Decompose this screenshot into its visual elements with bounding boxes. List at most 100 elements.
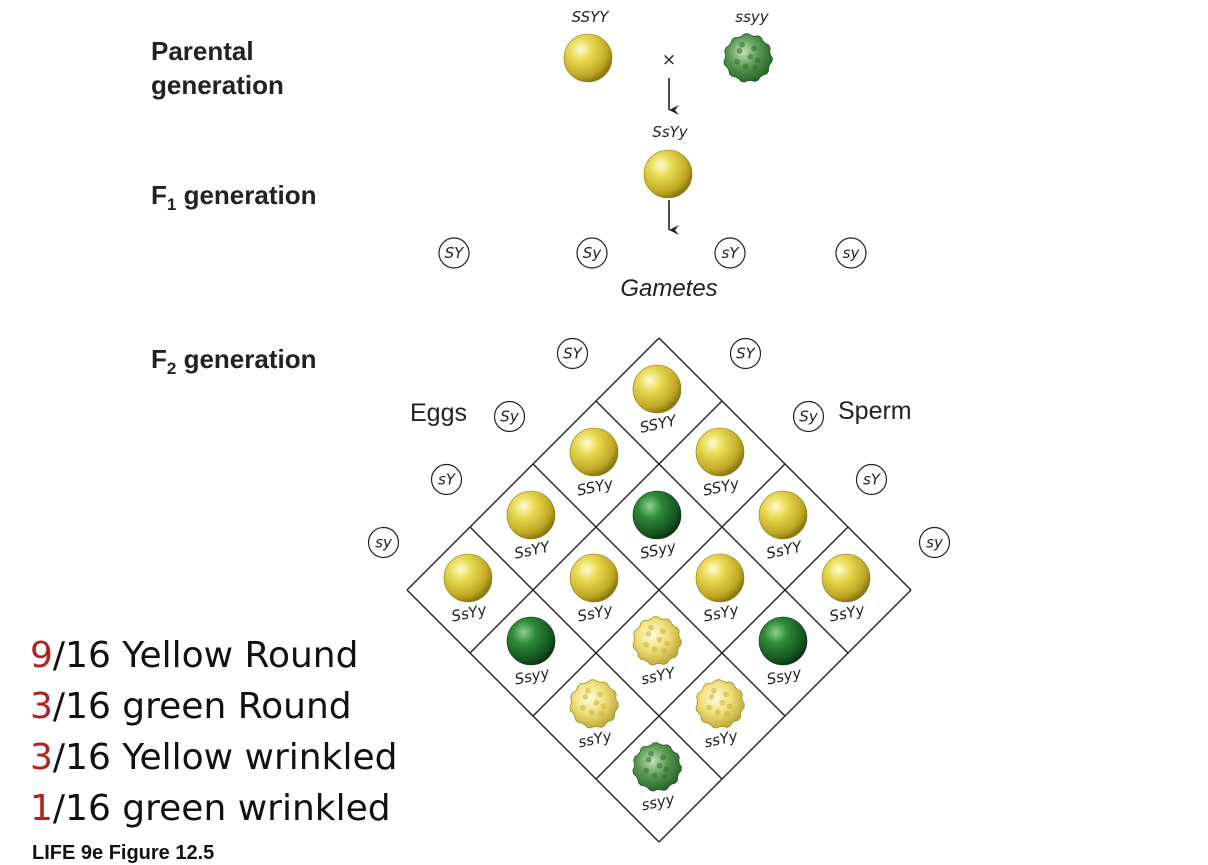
ratio-text: /16 green Round bbox=[52, 686, 352, 727]
pea-wrinkle bbox=[752, 64, 759, 71]
yellow-round-pea bbox=[821, 553, 871, 603]
pea-wrinkle bbox=[593, 699, 600, 706]
pea-wrinkle bbox=[645, 630, 652, 637]
punnett-grid bbox=[406, 337, 912, 843]
pea-wrinkle bbox=[663, 766, 670, 773]
egg-allele: sY bbox=[438, 471, 457, 489]
offspring-genotype-label: ssyy bbox=[640, 790, 677, 815]
eggs-label: Eggs bbox=[410, 399, 467, 427]
pea-wrinkle bbox=[711, 687, 717, 694]
grid-line bbox=[532, 463, 786, 717]
pea-wrinkle bbox=[714, 709, 721, 716]
sperm-allele-circle bbox=[729, 337, 762, 370]
egg-allele-circle bbox=[493, 400, 526, 433]
pea-wrinkle bbox=[597, 691, 603, 698]
pea-body bbox=[569, 427, 619, 477]
pea-wrinkle bbox=[598, 710, 605, 717]
green-wrinkled-pea bbox=[723, 33, 773, 83]
sperm-allele-circle bbox=[792, 400, 825, 433]
grid-line bbox=[406, 589, 660, 843]
f2-label-prefix: F bbox=[151, 344, 167, 374]
pea-wrinkle bbox=[588, 709, 595, 716]
pea-wrinkle bbox=[648, 750, 654, 757]
pea-wrinkle bbox=[739, 41, 745, 48]
offspring-genotype-label: Ssyy bbox=[513, 663, 552, 688]
ratio-green-wrinkled: 1/16 green wrinkled bbox=[30, 783, 397, 834]
sperm-allele: Sy bbox=[799, 408, 819, 426]
yellow-round-pea bbox=[695, 553, 745, 603]
pea-body bbox=[506, 616, 556, 666]
pea-body bbox=[695, 553, 745, 603]
gamete-allele-circle bbox=[438, 237, 470, 269]
yellow-round-pea bbox=[643, 149, 693, 199]
yellow-wrinkled-pea bbox=[695, 679, 745, 729]
green-round-pea bbox=[758, 616, 808, 666]
offspring-genotype-label: SsYY bbox=[765, 537, 805, 562]
offspring-genotype-label: Ssyy bbox=[765, 663, 804, 688]
pea-wrinkle bbox=[734, 58, 741, 65]
yellow-wrinkled-pea bbox=[569, 679, 619, 729]
pea-wrinkle bbox=[754, 57, 761, 64]
f1-generation-label: F1 generation bbox=[151, 178, 317, 222]
pea-wrinkle bbox=[736, 47, 743, 54]
egg-allele: Sy bbox=[500, 408, 520, 426]
pea-wrinkle bbox=[585, 687, 591, 694]
parental-label-line-1: Parental bbox=[151, 36, 254, 66]
pea-wrinkle bbox=[643, 767, 650, 774]
f2-label-sub: 2 bbox=[166, 359, 177, 379]
sperm-allele: sY bbox=[863, 471, 882, 489]
pea-wrinkle bbox=[747, 53, 754, 60]
pea-wrinkle bbox=[648, 624, 654, 631]
f1-genotype-label: SsYy bbox=[652, 123, 688, 141]
gamete-allele: Sy bbox=[583, 244, 603, 262]
pea-wrinkle bbox=[660, 754, 666, 761]
pea-wrinkle bbox=[661, 647, 668, 654]
offspring-genotype-label: ssYy bbox=[703, 727, 741, 752]
ratio-text: /16 Yellow wrinkled bbox=[52, 737, 398, 778]
pea-wrinkle bbox=[651, 772, 658, 779]
offspring-genotype-label: SSYY bbox=[638, 411, 680, 437]
pea-wrinkle bbox=[645, 756, 652, 763]
pea-body bbox=[821, 553, 871, 603]
gamete-allele: SY bbox=[445, 244, 466, 262]
sperm-allele: SY bbox=[736, 345, 757, 363]
egg-allele: SY bbox=[563, 345, 584, 363]
egg-allele: sy bbox=[375, 534, 393, 552]
pea-body bbox=[506, 490, 556, 540]
yellow-round-pea bbox=[443, 553, 493, 603]
f2-generation-label: F2 generation bbox=[151, 342, 317, 386]
yellow-wrinkled-pea bbox=[632, 616, 682, 666]
gamete-allele-circle bbox=[714, 237, 746, 269]
ratio-number: 3 bbox=[30, 737, 53, 778]
green-wrinkled-pea bbox=[632, 742, 682, 792]
pea-wrinkle bbox=[726, 703, 733, 710]
grid-line bbox=[595, 526, 849, 780]
pea-body bbox=[443, 553, 493, 603]
offspring-genotype-label: ssYy bbox=[577, 727, 615, 752]
gamete-allele-circle bbox=[576, 237, 608, 269]
grid-line bbox=[658, 589, 912, 843]
ratio-text: /16 Yellow Round bbox=[52, 635, 359, 676]
pea-body bbox=[632, 490, 682, 540]
pea-wrinkle bbox=[723, 691, 729, 698]
parental-label-line-2: generation bbox=[151, 70, 284, 100]
offspring-genotype-label: SsYy bbox=[702, 600, 741, 625]
pea-wrinkle bbox=[719, 699, 726, 706]
f1-label-suffix: generation bbox=[176, 180, 317, 210]
pea-wrinkle bbox=[724, 710, 731, 717]
yellow-round-pea bbox=[695, 427, 745, 477]
sperm-label: Sperm bbox=[838, 397, 912, 425]
egg-allele-circle bbox=[556, 337, 589, 370]
pea-wrinkle bbox=[663, 640, 670, 647]
pea-body bbox=[563, 33, 613, 83]
pea-body bbox=[632, 364, 682, 414]
offspring-genotype-label: SSYy bbox=[701, 474, 742, 499]
pea-wrinkle bbox=[706, 704, 713, 711]
yellow-round-pea bbox=[506, 490, 556, 540]
offspring-genotype-label: SsYy bbox=[828, 600, 867, 625]
yellow-round-pea bbox=[569, 427, 619, 477]
offspring-genotype-label: SsYy bbox=[576, 600, 615, 625]
pea-wrinkle bbox=[708, 693, 715, 700]
pea-wrinkle bbox=[660, 628, 666, 635]
